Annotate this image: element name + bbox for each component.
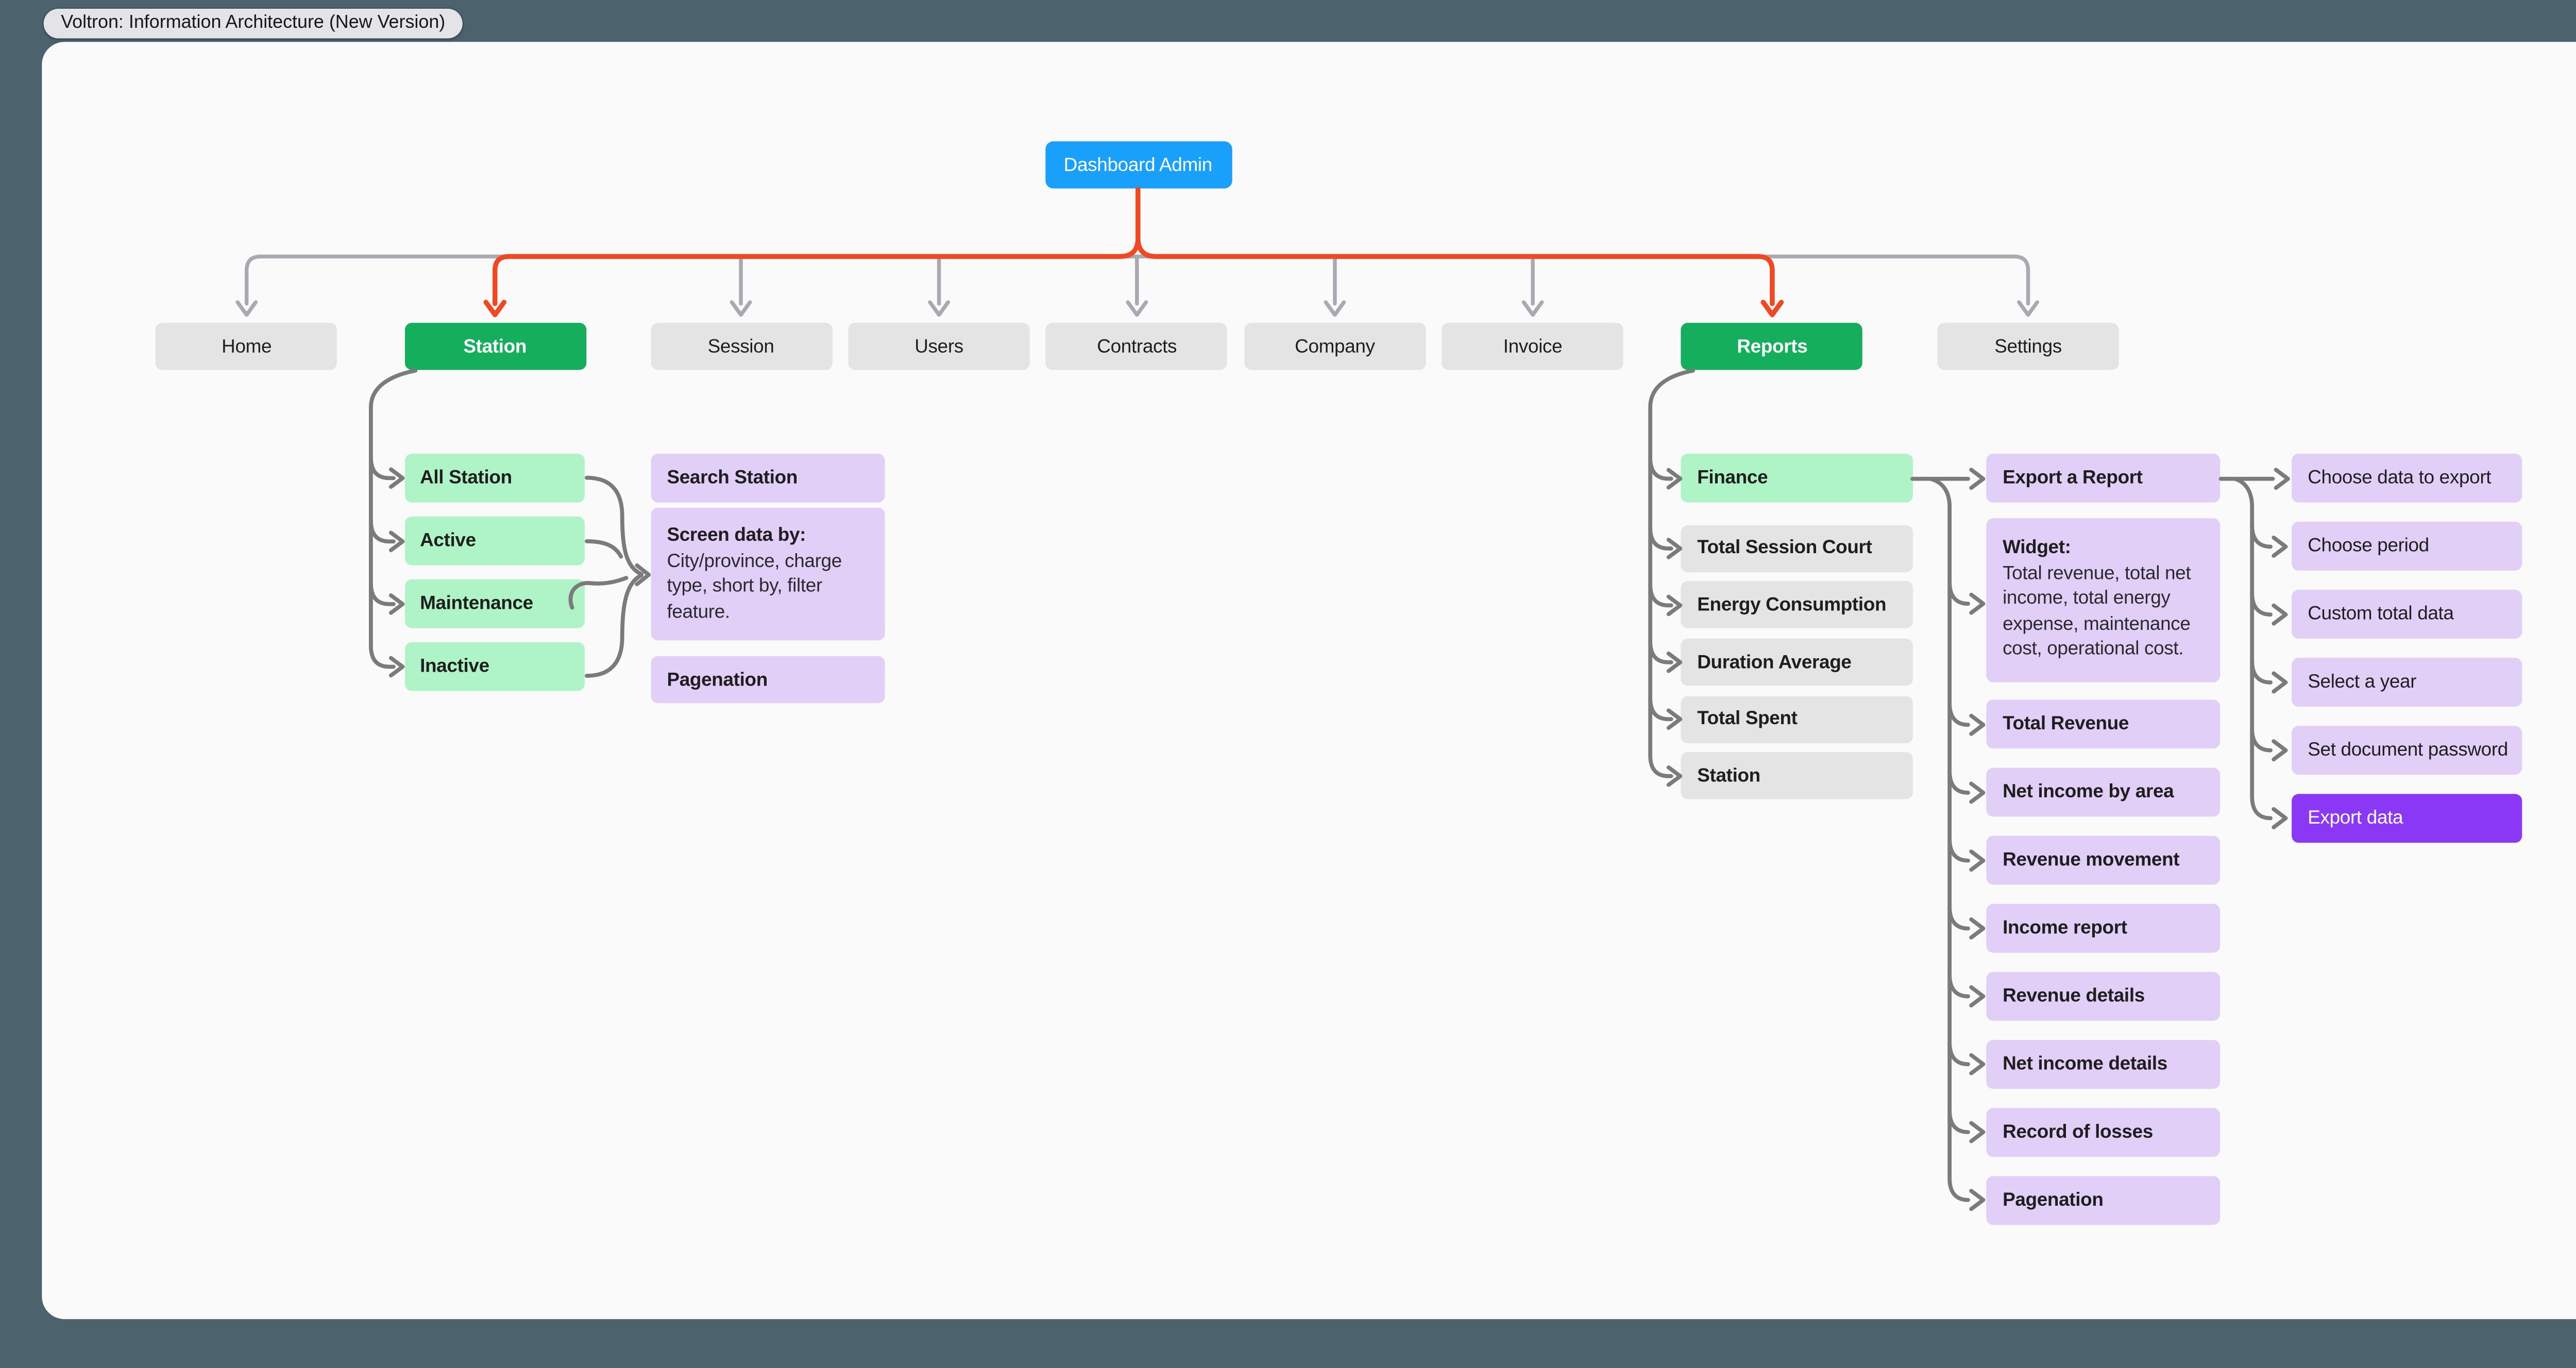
- merge-maintenance-hook: [568, 576, 629, 610]
- arrowheads-red-down: [483, 300, 1784, 317]
- node-revenue-movement[interactable]: Revenue movement: [1987, 835, 2221, 885]
- node-all-station[interactable]: All Station: [404, 454, 585, 502]
- canvas-title-tab[interactable]: Voltron: Information Architecture (New V…: [44, 8, 462, 38]
- node-choose-data-to-export[interactable]: Choose data to export: [2292, 454, 2523, 503]
- node-station-pagination[interactable]: Pagenation: [651, 656, 885, 704]
- arrowheads-gray-down: [235, 300, 2039, 317]
- node-screen-data-panel[interactable]: Screen data by: City/province, charge ty…: [651, 508, 885, 641]
- node-maintenance[interactable]: Maintenance: [404, 580, 585, 628]
- node-active[interactable]: Active: [404, 517, 585, 566]
- finance-trunk: [1928, 476, 1952, 1181]
- export-branches: [2250, 523, 2273, 820]
- node-finance-pagination[interactable]: Pagenation: [1987, 1175, 2221, 1225]
- node-home[interactable]: Home: [156, 322, 337, 371]
- node-settings[interactable]: Settings: [1937, 322, 2119, 371]
- node-energy-consumption[interactable]: Energy Consumption: [1681, 582, 1912, 629]
- red-route-right: [1136, 235, 1775, 306]
- reports-trunk: [1648, 368, 1696, 758]
- merge-lower-arc: [585, 573, 643, 678]
- node-contracts[interactable]: Contracts: [1046, 322, 1228, 371]
- merge-upper-arc: [585, 475, 643, 576]
- merge-arrowhead: [635, 563, 651, 587]
- node-choose-period[interactable]: Choose period: [2292, 522, 2523, 571]
- node-reports[interactable]: Reports: [1681, 322, 1863, 371]
- node-duration-average[interactable]: Duration Average: [1681, 638, 1912, 686]
- node-net-income-details[interactable]: Net income details: [1987, 1039, 2221, 1089]
- node-set-document-password[interactable]: Set document password: [2292, 726, 2523, 775]
- screen-data-body: City/province, charge type, short by, fi…: [667, 551, 842, 623]
- merge-active-join: [585, 539, 623, 559]
- node-company[interactable]: Company: [1244, 322, 1426, 371]
- node-dashboard-admin[interactable]: Dashboard Admin: [1044, 141, 1232, 190]
- widget-body: Total revenue, total net income, total e…: [2003, 562, 2191, 660]
- export-trunk: [2233, 476, 2255, 799]
- node-session[interactable]: Session: [650, 322, 832, 371]
- station-branch-arrowheads: [388, 467, 405, 678]
- node-custom-total-data[interactable]: Custom total data: [2292, 590, 2523, 639]
- reports-branch-arrowheads: [1666, 468, 1683, 787]
- node-total-session-court[interactable]: Total Session Court: [1681, 525, 1912, 572]
- finance-branch-arrowheads: [1969, 468, 1986, 1211]
- node-widget-panel[interactable]: Widget: Total revenue, total net income,…: [1987, 517, 2221, 681]
- node-total-spent[interactable]: Total Spent: [1681, 695, 1912, 743]
- screen-data-title: Screen data by:: [667, 525, 806, 547]
- station-trunk: [369, 368, 418, 648]
- node-invoice[interactable]: Invoice: [1442, 322, 1624, 371]
- node-search-station[interactable]: Search Station: [651, 454, 885, 503]
- drops-gray: [739, 254, 1535, 306]
- station-branches: [369, 455, 396, 669]
- node-finance[interactable]: Finance: [1681, 454, 1912, 504]
- node-export-data[interactable]: Export data: [2292, 794, 2523, 843]
- canvas-title: Voltron: Information Architecture (New V…: [61, 12, 446, 33]
- node-net-income-by-area[interactable]: Net income by area: [1987, 767, 2221, 817]
- node-export-a-report[interactable]: Export a Report: [1987, 454, 2221, 504]
- node-station[interactable]: Station: [404, 322, 586, 371]
- node-select-a-year[interactable]: Select a year: [2292, 658, 2523, 707]
- node-inactive[interactable]: Inactive: [404, 642, 585, 691]
- node-reports-station[interactable]: Station: [1681, 752, 1912, 800]
- reports-branches: [1648, 455, 1673, 778]
- widget-title: Widget:: [2003, 537, 2071, 559]
- node-revenue-details[interactable]: Revenue details: [1987, 971, 2221, 1021]
- red-route-left: [493, 186, 1141, 306]
- node-record-of-losses[interactable]: Record of losses: [1987, 1107, 2221, 1157]
- export-branch-arrowheads: [2272, 468, 2290, 830]
- node-income-report[interactable]: Income report: [1987, 903, 2221, 953]
- node-total-revenue[interactable]: Total Revenue: [1987, 700, 2221, 749]
- node-users[interactable]: Users: [848, 322, 1030, 371]
- finance-branches: [1947, 580, 1970, 1202]
